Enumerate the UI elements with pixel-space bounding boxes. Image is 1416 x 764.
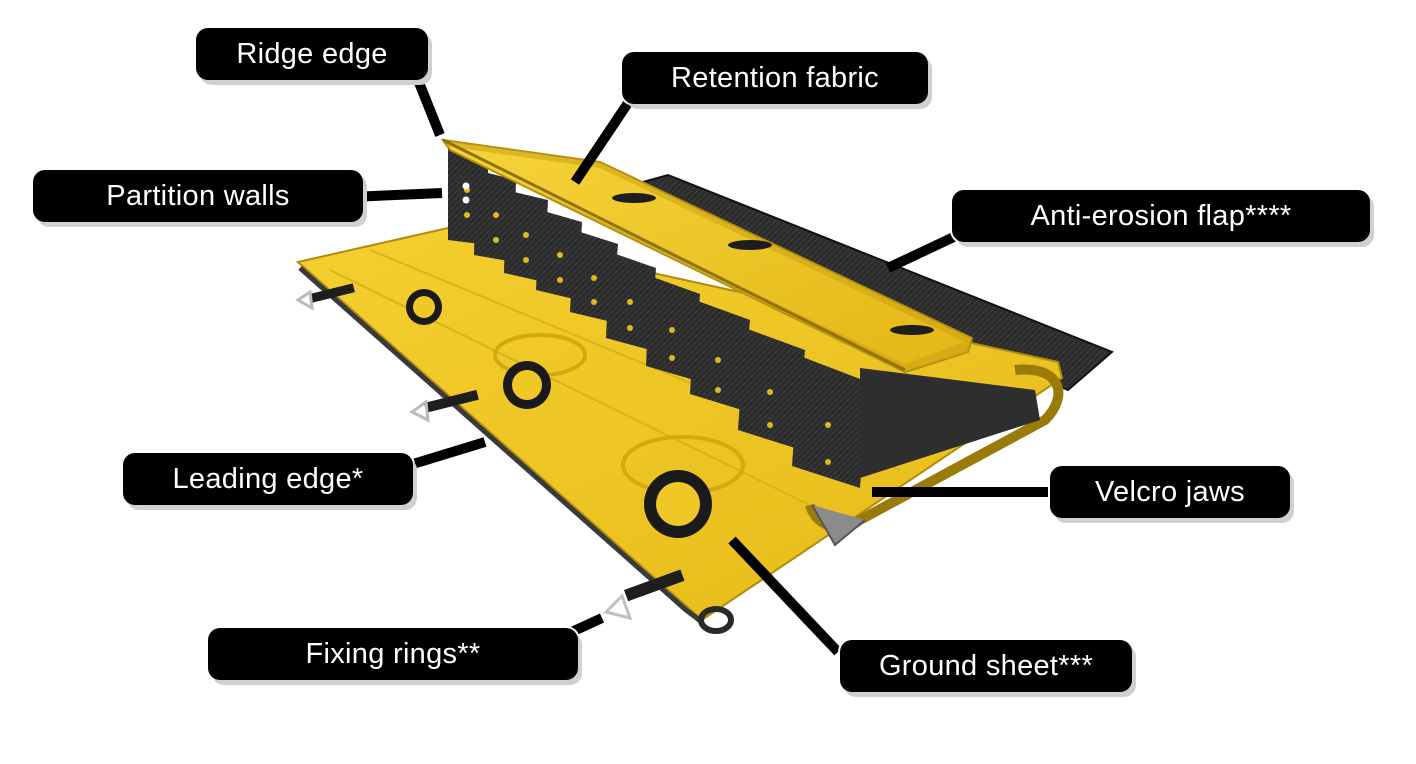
- fixing-rings: [295, 283, 734, 634]
- label-anti-erosion-flap: Anti-erosion flap****: [952, 190, 1370, 242]
- pointer-partition-walls: [349, 188, 443, 202]
- pointer-leading-edge: [398, 437, 487, 473]
- label-velcro-jaws: Velcro jaws: [1050, 466, 1290, 518]
- label-partition-walls: Partition walls: [33, 170, 363, 222]
- partition-walls: [448, 148, 1040, 488]
- label-fixing-rings: Fixing rings**: [208, 628, 578, 680]
- pointer-ridge-edge: [413, 78, 445, 137]
- label-ridge-edge: Ridge edge: [196, 28, 428, 80]
- pointer-ground-sheet: [728, 536, 842, 656]
- watergate-logo: [406, 289, 712, 538]
- label-ground-sheet: Ground sheet***: [840, 640, 1132, 692]
- ridge-edge: [442, 138, 906, 372]
- ground-sheet-hem: [298, 266, 704, 624]
- label-leading-edge: Leading edge*: [123, 453, 413, 505]
- pointer-anti-erosion-flap: [885, 230, 961, 273]
- label-retention-fabric: Retention fabric: [622, 52, 928, 104]
- pointer-retention-fabric: [570, 97, 635, 185]
